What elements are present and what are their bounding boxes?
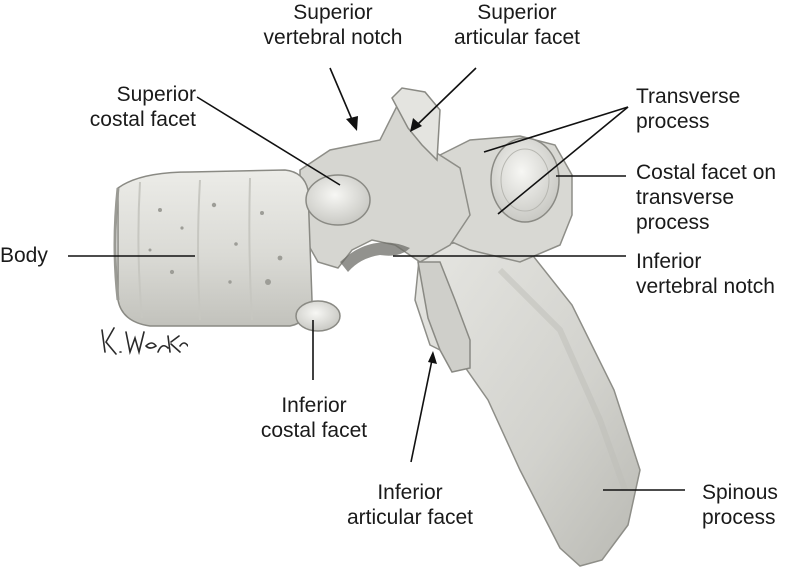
label-line: Superior [477,1,557,24]
label-line: Superior [116,83,196,106]
inferior-articular-process-shape [417,261,471,373]
label-line: Body [0,244,48,267]
label-line: transverse [636,186,735,209]
label-line: Inferior [281,394,347,417]
transverse-costal-facet-shape [490,137,560,223]
label-line: Inferior [636,250,702,273]
artist-signature [101,327,188,356]
superior-costal-facet-shape [305,174,371,226]
label-line: Spinous [702,481,778,504]
label-superior-articular-facet: Superior articular facet [432,0,602,50]
label-line: Inferior [377,481,443,504]
label-transverse-process: Transverse process [636,84,786,134]
label-line: costal facet [260,419,368,442]
inferior-costal-facet-shape [295,300,341,332]
label-inferior-articular-facet: Inferior articular facet [330,480,490,530]
label-line: Superior [293,1,373,24]
vertebral-body-shape [117,169,313,327]
label-line: vertebral notch [263,26,403,49]
label-costal-facet-on-transverse-process: Costal facet on transverse process [636,160,796,235]
label-superior-costal-facet: Superior costal facet [70,82,196,132]
label-line: articular facet [453,26,581,49]
label-line: process [636,110,710,133]
label-line: process [636,211,710,234]
label-inferior-costal-facet: Inferior costal facet [244,393,384,443]
label-line: articular facet [346,506,474,529]
label-inferior-vertebral-notch: Inferior vertebral notch [636,249,800,299]
label-line: vertebral notch [636,275,775,298]
label-superior-vertebral-notch: Superior vertebral notch [258,0,408,50]
label-body: Body [0,243,70,268]
label-line: Costal facet on [636,161,777,184]
label-spinous-process: Spinous process [702,480,798,530]
label-line: Transverse [636,85,741,108]
label-line: costal facet [89,108,196,131]
label-line: process [702,506,776,529]
